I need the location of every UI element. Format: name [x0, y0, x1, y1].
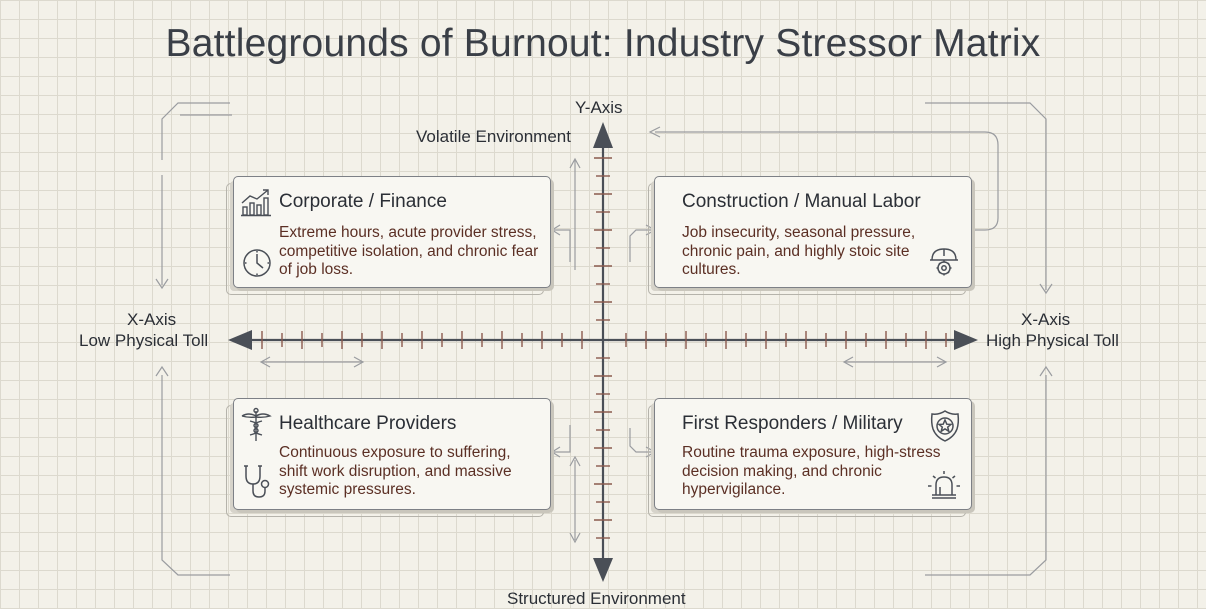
- stethoscope-icon: [244, 465, 270, 498]
- badge-star-icon: [930, 410, 960, 442]
- bar-chart-icon: [241, 189, 271, 217]
- quadrant-title: Healthcare Providers: [279, 413, 457, 434]
- x-axis-label-right: X-Axis: [1021, 310, 1071, 329]
- clock-icon: [243, 249, 271, 277]
- x-left-label: Low Physical Toll: [79, 331, 209, 350]
- quadrant-description: Extreme hours, acute provider stress, co…: [279, 224, 539, 278]
- x-axis: [228, 330, 978, 350]
- decorative-connectors: [155, 102, 1053, 576]
- quadrant-description: Continuous exposure to suffering, shift …: [279, 444, 512, 498]
- y-axis: [593, 122, 613, 582]
- quadrant-card-construction: Construction / Manual Labor Job insecuri…: [654, 176, 972, 288]
- quadrant-card-corporate-finance: Corporate / Finance Extreme hours, acute…: [233, 176, 551, 288]
- quadrant-title: First Responders / Military: [682, 413, 903, 434]
- y-bottom-label: Structured Environment: [507, 589, 686, 608]
- quadrant-card-first-responders: First Responders / Military Routine trau…: [654, 398, 972, 510]
- siren-icon: [928, 471, 960, 499]
- x-axis-label-left: X-Axis: [127, 310, 177, 329]
- caduceus-icon: [241, 407, 272, 441]
- y-axis-ticks: [594, 157, 612, 539]
- quadrant-card-healthcare: Healthcare Providers Continuous exposure…: [233, 398, 551, 510]
- page-title: Battlegrounds of Burnout: Industry Stres…: [165, 22, 1041, 65]
- y-axis-label: Y-Axis: [575, 98, 623, 117]
- x-axis-ticks: [261, 331, 947, 349]
- quadrant-description: Job insecurity, seasonal pressure, chron…: [682, 224, 916, 278]
- quadrant-title: Corporate / Finance: [279, 191, 447, 212]
- y-top-label: Volatile Environment: [416, 127, 571, 146]
- hard-hat-gear-icon: [930, 248, 958, 276]
- quadrant-description: Routine trauma exposure, high-stress dec…: [682, 444, 941, 498]
- x-right-label: High Physical Toll: [986, 331, 1119, 350]
- quadrant-title: Construction / Manual Labor: [682, 191, 921, 212]
